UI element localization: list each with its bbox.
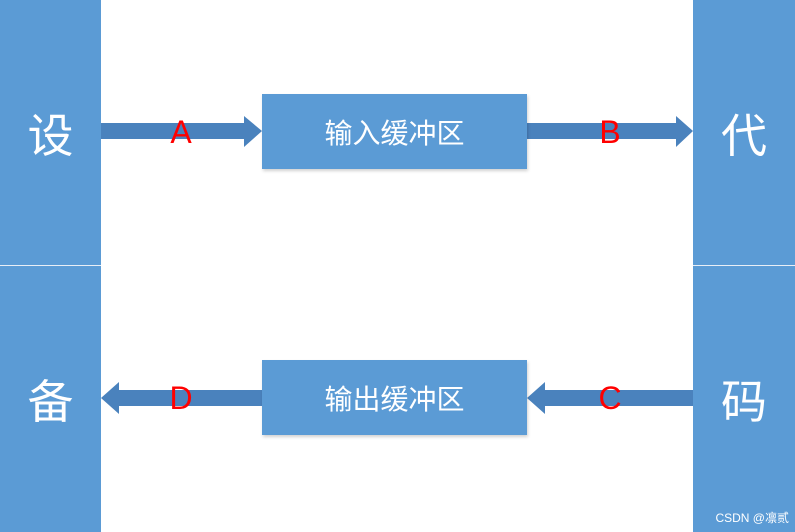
code-divider — [693, 265, 795, 266]
arrow-label-a: A — [170, 114, 192, 150]
arrow-label-d: D — [169, 380, 193, 416]
output-buffer-label: 输出缓冲区 — [324, 382, 465, 416]
arrow-label-b: B — [599, 114, 621, 150]
input-buffer-box: 输入缓冲区 — [262, 94, 527, 169]
device-char-top: 设 — [27, 108, 74, 163]
code-char-top: 代 — [721, 108, 767, 163]
arrow-d — [101, 382, 262, 414]
arrow-c — [527, 382, 693, 414]
device-panel-top: 设 — [0, 0, 101, 265]
code-panel-bottom: 码 — [693, 266, 795, 532]
code-panel-top: 代 — [693, 0, 795, 265]
device-panel-bottom: 备 — [0, 266, 101, 532]
device-divider — [0, 265, 101, 266]
device-char-bottom: 备 — [27, 375, 74, 429]
arrow-a — [101, 116, 262, 147]
code-char-bottom: 码 — [721, 375, 767, 429]
arrow-b — [527, 116, 693, 147]
input-buffer-label: 输入缓冲区 — [324, 116, 465, 150]
output-buffer-box: 输出缓冲区 — [262, 360, 527, 435]
watermark: CSDN @凛贰 — [715, 511, 789, 525]
arrow-label-c: C — [598, 380, 622, 416]
